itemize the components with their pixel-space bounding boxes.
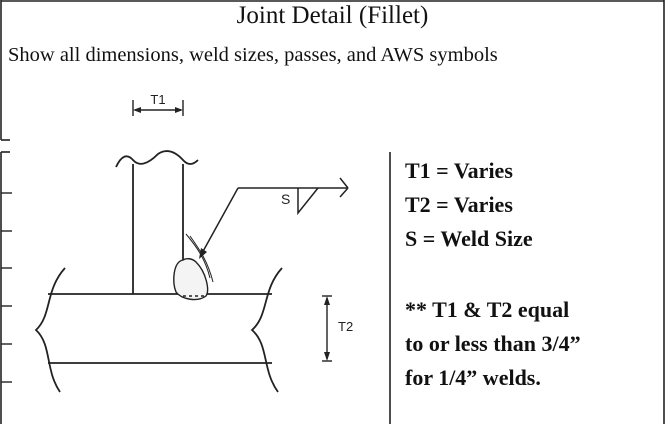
fillet-weld	[173, 233, 214, 301]
weld-size-label: S	[281, 191, 290, 207]
note-weld-size: S = Weld Size	[405, 226, 533, 251]
t2-label: T2	[338, 319, 353, 334]
t1-dimension	[132, 100, 184, 116]
horizontal-member	[34, 267, 283, 393]
note-requirement-line-2: to or less than 3/4”	[405, 331, 581, 356]
note-t2: T2 = Varies	[405, 192, 513, 217]
note-requirement-line-3: for 1/4” welds.	[405, 365, 541, 390]
t2-dimension	[322, 295, 332, 362]
margin-ticks	[1, 192, 12, 383]
aws-weld-symbol	[199, 177, 349, 259]
note-t1: T1 = Varies	[405, 158, 513, 183]
note-requirement-line-1: ** T1 & T2 equal	[405, 297, 570, 322]
t1-label: T1	[150, 92, 165, 107]
instruction-text: Show all dimensions, weld sizes, passes,…	[8, 44, 498, 66]
page-title: Joint Detail (Fillet)	[236, 2, 429, 29]
